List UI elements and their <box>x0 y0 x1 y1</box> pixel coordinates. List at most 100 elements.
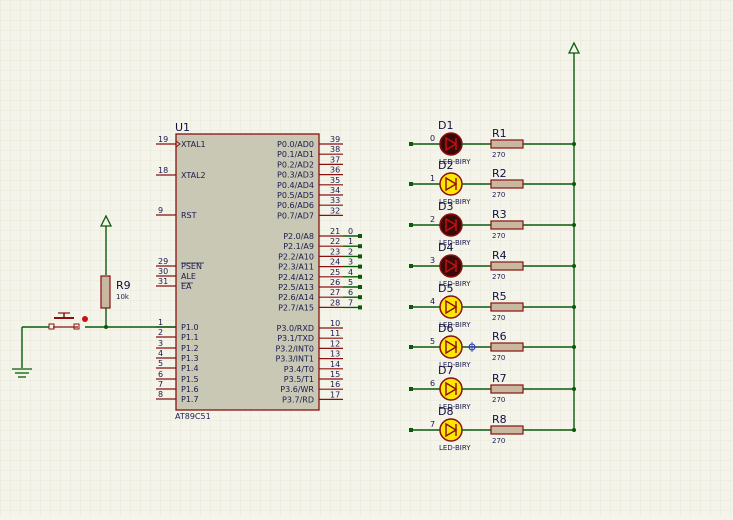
resistor-value: 270 <box>492 354 505 362</box>
pin-number: 18 <box>158 166 168 175</box>
led-d2[interactable] <box>439 172 463 196</box>
resistor-r6[interactable] <box>490 342 524 352</box>
pin-number: 36 <box>330 166 340 175</box>
mcu-pin-p1-6[interactable]: 7P1.6 <box>156 380 199 394</box>
led-bank[interactable]: 0D1LED-BIRYR12701D2LED-BIRYR22702D3LED-B… <box>409 119 576 452</box>
resistor-r2[interactable] <box>490 179 524 189</box>
pin-number: 9 <box>158 206 163 215</box>
led-d7[interactable] <box>439 377 463 401</box>
resistor-r1[interactable] <box>490 139 524 149</box>
port2-net-7: 7 <box>343 298 362 310</box>
pin-number: 5 <box>158 359 163 368</box>
led-model: LED-BIRY <box>439 198 471 206</box>
mcu-body <box>175 133 320 411</box>
resistor-r8[interactable] <box>490 425 524 435</box>
pin-label: P0.5/AD5 <box>277 191 314 200</box>
mcu-pin-p1-7[interactable]: 8P1.7 <box>156 390 199 404</box>
pin-number: 26 <box>330 278 340 287</box>
led-ref: D1 <box>438 119 453 132</box>
led-d3[interactable] <box>439 213 463 237</box>
pin-number: 11 <box>330 329 340 338</box>
resistor-r7[interactable] <box>490 384 524 394</box>
net-label: 5 <box>348 278 353 287</box>
pin-number: 32 <box>330 206 340 215</box>
reset-circuit[interactable]: R9 10k <box>12 214 176 378</box>
net-label: 7 <box>348 298 353 307</box>
resistor-ref: R5 <box>492 290 507 303</box>
resistor-r3[interactable] <box>490 220 524 230</box>
led-d8[interactable] <box>439 418 463 442</box>
mcu-pin-p1-4[interactable]: 5P1.4 <box>156 359 199 373</box>
mcu-u1[interactable]: U1 AT89C51 19XTAL118XTAL29RST29PSEN30ALE… <box>156 121 343 421</box>
pin-label: P0.6/AD6 <box>277 201 314 210</box>
mcu-pin-p1-1[interactable]: 2P1.1 <box>156 328 199 342</box>
led-d4[interactable] <box>439 254 463 278</box>
resistor-ref: R1 <box>492 127 507 140</box>
resistor-r5[interactable] <box>490 302 524 312</box>
pin-number: 27 <box>330 288 340 297</box>
led-d1[interactable] <box>439 132 463 156</box>
pin-number: 8 <box>158 390 163 399</box>
net-label: 1 <box>348 237 353 246</box>
reset-pushbutton[interactable] <box>48 312 88 330</box>
pin-number: 28 <box>330 298 340 307</box>
pin-number: 31 <box>158 277 168 286</box>
pin-number: 10 <box>330 319 340 328</box>
mcu-pin-p1-5[interactable]: 6P1.5 <box>156 370 199 384</box>
resistor-ref: R8 <box>492 413 507 426</box>
pin-number: 30 <box>158 267 168 276</box>
port2-net-4: 4 <box>343 268 362 279</box>
resistor-r9[interactable] <box>100 275 111 309</box>
led-d5[interactable] <box>439 295 463 319</box>
led-net-label: 5 <box>430 337 435 346</box>
port2-net-3: 3 <box>343 258 362 269</box>
mcu-pin-p1-3[interactable]: 4P1.3 <box>156 349 199 363</box>
pin-number: 13 <box>330 350 340 359</box>
net-label: 6 <box>348 288 353 297</box>
resistor-r4[interactable] <box>490 261 524 271</box>
led-model: LED-BIRY <box>439 403 471 411</box>
led-d6[interactable] <box>439 335 463 359</box>
mcu-pin-p1-2[interactable]: 3P1.2 <box>156 339 199 353</box>
port2-net-1: 1 <box>343 237 362 249</box>
